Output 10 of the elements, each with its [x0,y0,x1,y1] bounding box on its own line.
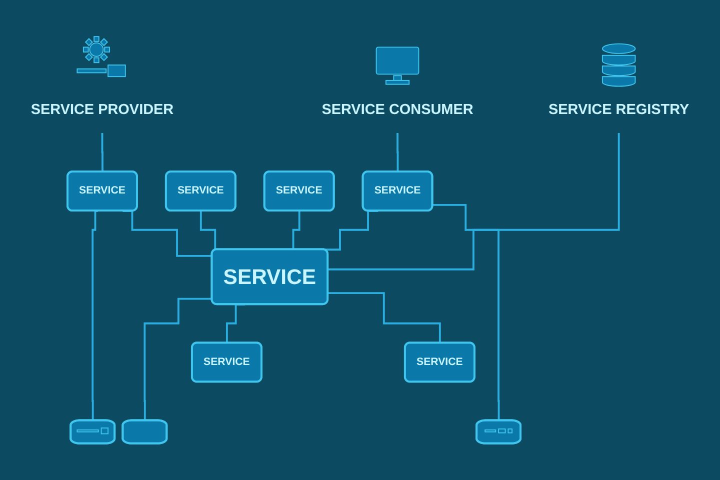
connector [328,292,442,344]
connector [92,210,98,422]
connector [144,298,212,422]
node-label: SERVICE PROVIDER [30,102,174,118]
connector [328,132,620,270]
connector [432,204,500,422]
node-label: SERVICE CONSUMER [322,102,474,118]
node-label: SERVICE REGISTRY [548,102,690,118]
connector [101,132,104,173]
connector [396,132,399,173]
